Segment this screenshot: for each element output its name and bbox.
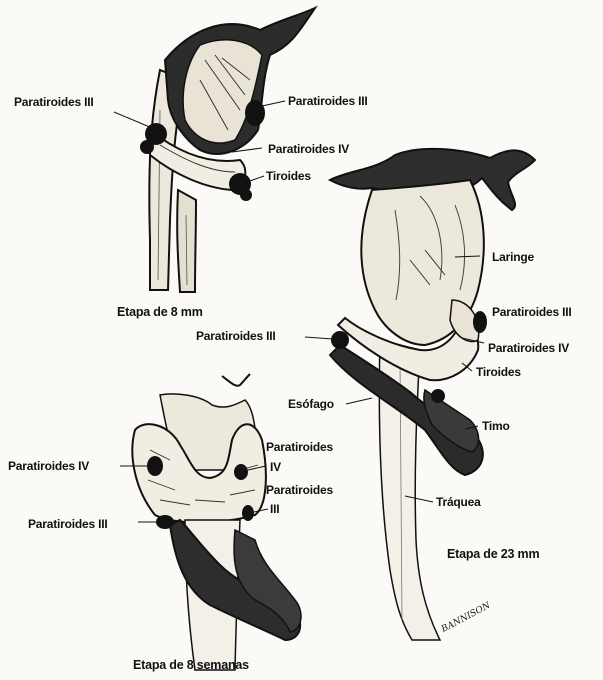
label-paratiroides-iii-8mm-left: Paratiroides III — [14, 96, 94, 108]
label-paratiroides-iii-8wk-right-line2: III — [270, 503, 279, 515]
label-paratiroides-iii-8wk-left: Paratiroides III — [28, 518, 108, 530]
label-paratiroides-iv-23mm: Paratiroides IV — [488, 342, 569, 354]
label-paratiroides-iv-8wk-right-line1: Paratiroides — [266, 441, 333, 453]
caption-etapa-8mm: Etapa de 8 mm — [117, 306, 203, 319]
label-paratiroides-iv-8wk-left: Paratiroides IV — [8, 460, 89, 472]
label-traquea: Tráquea — [436, 496, 481, 508]
label-tiroides-8mm: Tiroides — [266, 170, 311, 182]
label-laringe: Laringe — [492, 251, 534, 263]
stage-8weeks-drawing — [132, 374, 301, 670]
label-paratiroides-iv-8wk-right-line2: IV — [270, 461, 281, 473]
label-paratiroides-iii-8mm-right: Paratiroides III — [288, 95, 368, 107]
label-paratiroides-iii-8wk-right-line1: Paratiroides — [266, 484, 333, 496]
label-timo: Timo — [482, 420, 510, 432]
label-paratiroides-iii-23mm-left: Paratiroides III — [196, 330, 276, 342]
label-paratiroides-iv-8mm: Paratiroides IV — [268, 143, 349, 155]
label-paratiroides-iii-23mm-right: Paratiroides III — [492, 306, 572, 318]
label-tiroides-23mm: Tiroides — [476, 366, 521, 378]
label-esofago: Esófago — [288, 398, 334, 410]
caption-etapa-8-semanas: Etapa de 8 semanas — [133, 659, 249, 672]
stage-23mm-drawing — [330, 149, 535, 640]
caption-etapa-23mm: Etapa de 23 mm — [447, 548, 539, 561]
